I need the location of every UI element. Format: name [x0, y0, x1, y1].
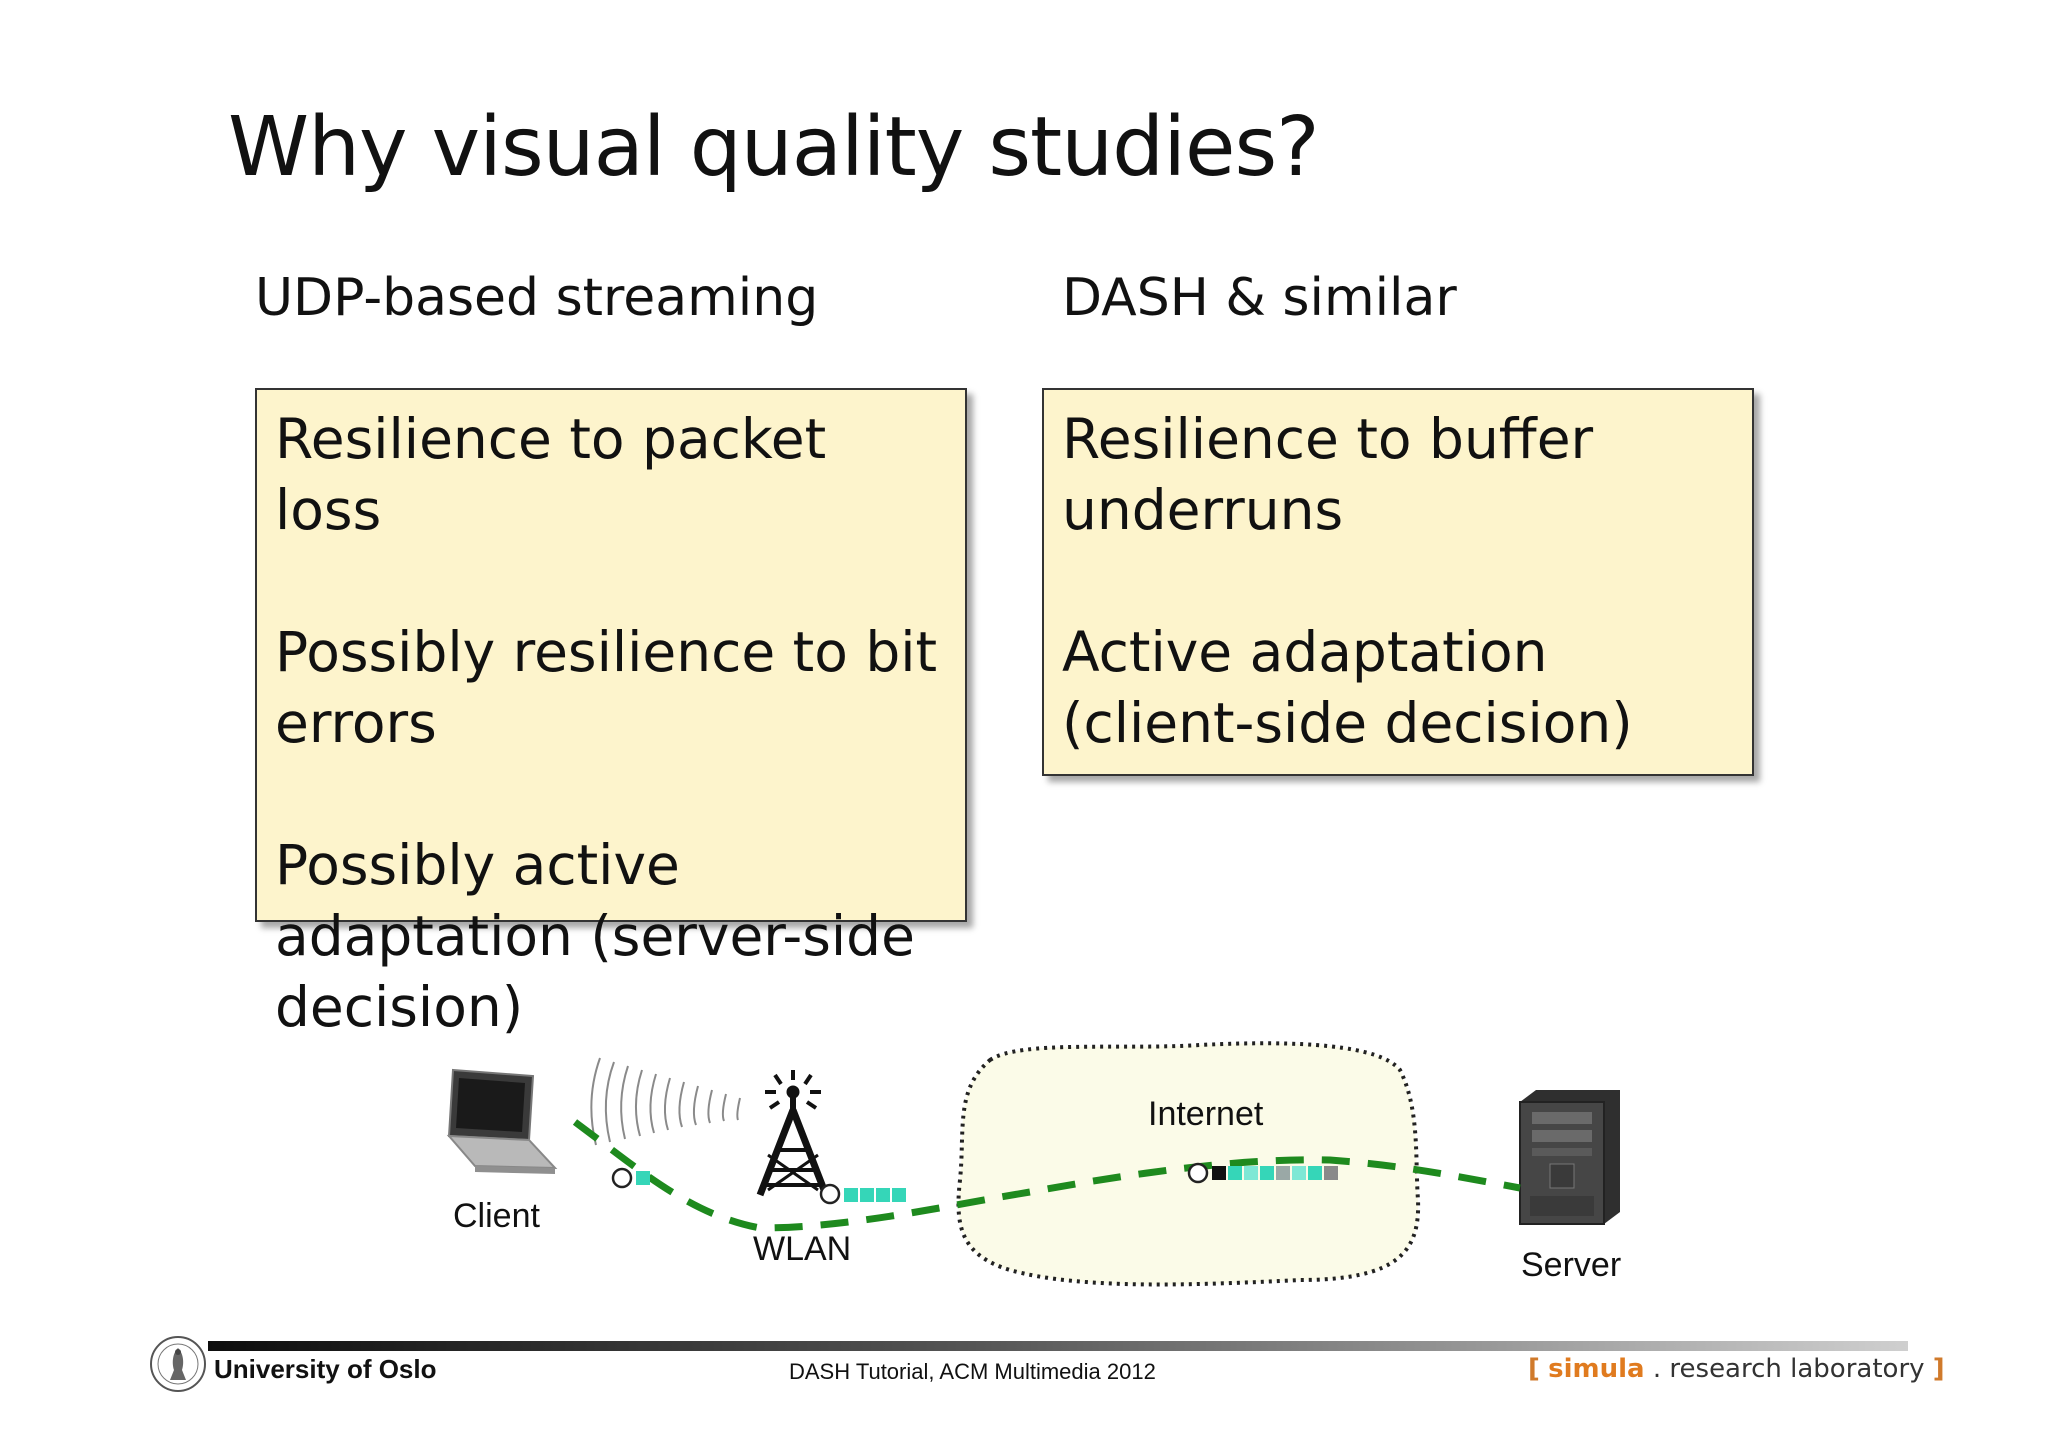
- network-diagram: [446, 1041, 1620, 1287]
- dash-properties-box: Resilience to buffer underruns Active ad…: [1042, 388, 1754, 776]
- wlan-label: WLAN: [753, 1230, 852, 1268]
- antenna-tower-icon: [756, 1070, 830, 1197]
- university-seal-icon: [150, 1336, 206, 1392]
- dash-point-2: Active adaptation (client-side decision): [1062, 620, 1633, 755]
- packet-queue-wlan: [844, 1188, 906, 1202]
- udp-point-2: Possibly resilience to bit errors: [275, 620, 938, 755]
- client-label: Client: [453, 1197, 540, 1235]
- right-column-heading: DASH & similar: [1062, 268, 1457, 328]
- simula-rest: . research laboratory: [1652, 1354, 1925, 1384]
- packet-node: [819, 1183, 841, 1205]
- laptop-icon: [446, 1068, 558, 1174]
- footer-divider: [208, 1341, 1908, 1351]
- packet-queue-internet: [1212, 1166, 1338, 1180]
- packet-node: [611, 1167, 633, 1189]
- slide-title: Why visual quality studies?: [228, 100, 1320, 195]
- packet: [636, 1171, 650, 1185]
- server-tower-icon: [1519, 1090, 1620, 1225]
- udp-point-1: Resilience to packet loss: [275, 407, 827, 542]
- server-label: Server: [1521, 1246, 1622, 1284]
- udp-point-3: Possibly active adaptation (server-side …: [275, 833, 915, 1039]
- footer-event: DASH Tutorial, ACM Multimedia 2012: [789, 1359, 1156, 1384]
- internet-label: Internet: [1148, 1095, 1264, 1133]
- left-column-heading: UDP-based streaming: [255, 268, 819, 328]
- wifi-waves-icon: [590, 1057, 741, 1146]
- internet-cloud: [956, 1041, 1421, 1287]
- packet-node: [1187, 1162, 1209, 1184]
- simula-logo: [ simula . research laboratory ]: [1528, 1354, 1945, 1384]
- udp-properties-box: Resilience to packet loss Possibly resil…: [255, 388, 967, 1039]
- dash-point-1: Resilience to buffer underruns: [1062, 407, 1594, 542]
- simula-name: simula: [1548, 1354, 1645, 1384]
- simula-bracket-open: [: [1528, 1354, 1540, 1384]
- simula-bracket-close: ]: [1932, 1354, 1945, 1384]
- packet-path: [572, 1119, 1521, 1232]
- university-name: University of Oslo: [214, 1354, 437, 1384]
